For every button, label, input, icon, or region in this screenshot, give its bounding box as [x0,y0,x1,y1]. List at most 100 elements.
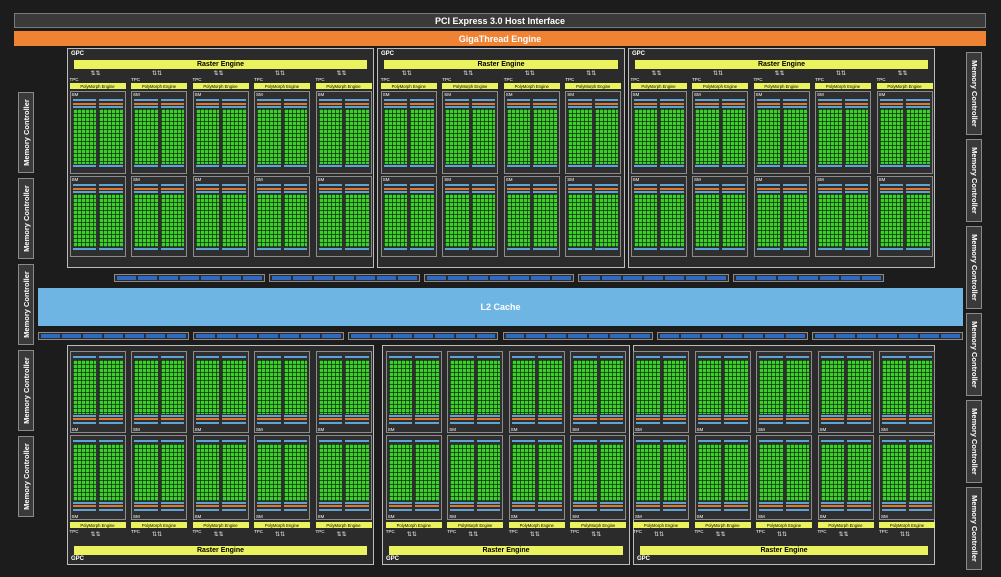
cuda-core-array [906,194,930,247]
sm-unit-strip [844,188,868,190]
sm-band [134,194,184,247]
sm-label: SM [510,427,518,432]
streaming-multiprocessor: SM [630,91,687,174]
tpc-label: TPC [254,529,263,534]
sm-unit-strip [72,165,96,167]
cuda-core-array [222,194,246,247]
sm-unit-strip [345,165,369,167]
sm-band [697,422,748,424]
sm-unit-strip [283,188,307,190]
sm-unit-strip [511,505,536,507]
sm-unit-strip [72,106,96,108]
sm-unit-strip [820,356,844,358]
memory-controller-label: Memory Controller [21,99,31,166]
sm-unit-strip [506,188,531,190]
sm-unit-strip [383,184,408,186]
cuda-core-array [662,360,686,414]
cuda-core-array [415,360,439,414]
sm-unit-strip [906,248,930,250]
sm-band [318,191,369,193]
sm-unit-strip [318,509,342,511]
sm-band [195,422,246,424]
crossbar-cell [786,334,806,338]
sm-band [506,109,557,164]
sm-band [257,444,307,501]
sm-unit-strip [573,422,597,424]
sm-band [383,194,434,247]
sm-unit-strip [568,191,592,193]
polymorph-engine: PolyMorph Engine [503,83,560,89]
sm-unit-strip [662,505,686,507]
sm-band [450,505,501,507]
sm-band [695,165,745,167]
cuda-core-array [471,109,496,164]
sm-unit-strip [99,191,123,193]
crossbar-cell [117,276,136,280]
sm-band [257,109,307,164]
double-vertical-arrow-icon: ⇅⇅ [275,532,286,538]
sm-band [257,415,307,417]
sm-unit-strip [471,188,496,190]
gpc-label: GPC [71,556,85,562]
sm-band [882,509,932,511]
crossbar-cell [941,334,960,338]
sm-unit-strip [222,505,246,507]
sm-band [882,444,932,501]
sm-unit-strip [908,505,932,507]
sm-unit-strip [445,184,469,186]
sm-band [695,99,745,101]
sm-band [697,356,748,358]
cuda-core-array [195,360,219,414]
sm-unit-strip [195,106,219,108]
sm-unit-strip [222,191,246,193]
tpc-label: TPC [192,77,202,82]
sm-unit-strip [134,440,158,442]
raster-engine: Raster Engine [74,546,367,555]
sm-band [820,360,871,414]
double-vertical-arrow-icon: ⇅⇅ [90,532,101,538]
polymorph-engine: PolyMorph Engine [565,83,622,89]
sm-unit-strip [879,188,903,190]
sm-label: SM [133,92,140,97]
sm-unit-strip [594,184,619,186]
crossbar-cell [899,334,919,338]
sm-band [134,505,184,507]
sm-band [257,165,307,167]
cuda-core-array [257,360,281,414]
sm-label: SM [317,92,325,97]
sm-unit-strip [134,99,158,101]
sm-unit-strip [99,106,123,108]
gpc-label: GPC [381,51,395,57]
sm-unit-strip [636,505,660,507]
sm-unit-strip [879,191,903,193]
sm-unit-strip [450,440,474,442]
sm-unit-strip [450,422,474,424]
sm-band [195,502,246,504]
sm-band [195,106,246,108]
sm-unit-strip [695,191,719,193]
sm-unit-strip [222,184,246,186]
sm-band [756,99,807,101]
sm-band [633,165,684,167]
sm-label: SM [696,427,704,432]
sm-unit-strip [906,188,930,190]
sm-band [134,191,184,193]
sm-unit-strip [195,502,219,504]
sm-band [633,184,684,186]
sm-unit-strip [195,415,219,417]
sm-unit-strip [783,103,807,105]
sm-band [820,505,871,507]
streaming-multiprocessor: SM [447,435,504,520]
sm-band [195,415,246,417]
sm-band [697,360,748,414]
crossbar-segment [578,274,730,282]
sm-unit-strip [636,415,660,417]
sm-unit-strip [785,502,809,504]
sm-band [759,505,809,507]
streaming-multiprocessor: SM [192,176,249,257]
streaming-multiprocessor: SM [380,176,437,257]
